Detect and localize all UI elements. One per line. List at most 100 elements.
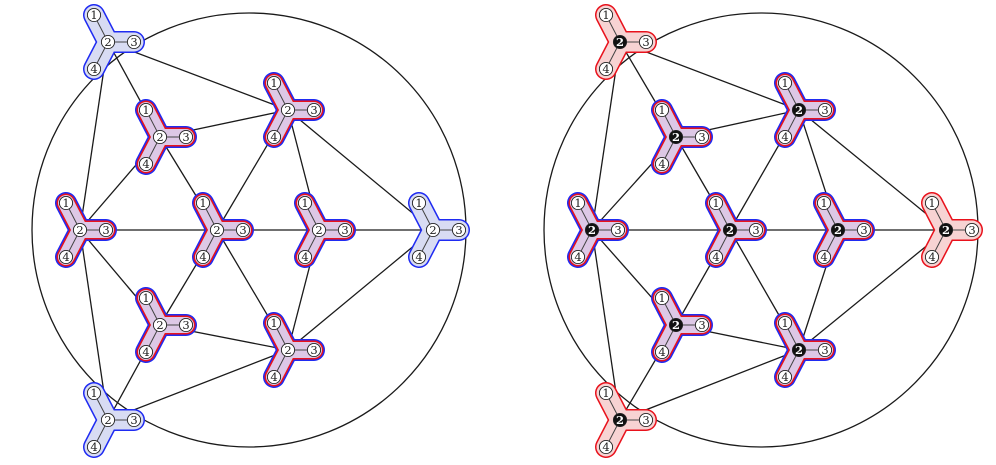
port-3-label: 3 (642, 35, 649, 49)
center-2-label: 2 (795, 343, 803, 357)
center-2-label: 2 (284, 343, 291, 357)
right-node-1: 1 3 42 (595, 4, 657, 80)
port-4-circle (598, 61, 614, 77)
center-2-label: 2 (429, 223, 436, 237)
port-4-circle (138, 344, 154, 360)
port-1-circle (266, 315, 282, 331)
port-3-label: 3 (821, 343, 828, 357)
port-1-label: 1 (270, 76, 277, 90)
port-3-label: 3 (614, 223, 621, 237)
port-1-circle (58, 195, 74, 211)
port-4-circle (266, 369, 282, 385)
port-1-circle (598, 385, 614, 401)
port-1-label: 1 (142, 103, 149, 117)
center-2-circle (100, 34, 116, 50)
port-1-label: 1 (602, 8, 609, 22)
port-4-label: 4 (142, 157, 149, 171)
port-3-circle (817, 102, 833, 118)
center-2-circle (280, 342, 296, 358)
port-3-label: 3 (239, 223, 246, 237)
center-2-label: 2 (795, 103, 803, 117)
port-4-circle (297, 249, 313, 265)
center-2-label: 2 (672, 130, 680, 144)
port-4-circle (195, 249, 211, 265)
port-1-label: 1 (928, 196, 935, 210)
port-3-label: 3 (698, 318, 705, 332)
port-4-label: 4 (602, 440, 609, 454)
right-node-10: 1 3 42 (595, 382, 657, 458)
left-edge (287, 229, 434, 351)
port-1-label: 1 (574, 196, 581, 210)
port-1-circle (195, 195, 211, 211)
port-4-circle (924, 249, 940, 265)
center-2-circle (830, 222, 846, 238)
port-4-circle (58, 249, 74, 265)
port-1-circle (777, 315, 793, 331)
port-4-circle (654, 344, 670, 360)
port-1-circle (777, 75, 793, 91)
port-4-label: 4 (142, 345, 149, 359)
port-3-circle (306, 342, 322, 358)
port-3-circle (306, 102, 322, 118)
port-3-circle (178, 317, 194, 333)
center-2-label: 2 (616, 35, 624, 49)
center-2-circle (72, 222, 88, 238)
port-1-label: 1 (301, 196, 308, 210)
port-1-circle (138, 102, 154, 118)
port-1-circle (708, 195, 724, 211)
port-4-label: 4 (62, 250, 69, 264)
port-1-label: 1 (820, 196, 827, 210)
port-1-circle (86, 7, 102, 23)
center-2-label: 2 (616, 413, 624, 427)
port-1-circle (138, 290, 154, 306)
center-2-label: 2 (104, 413, 111, 427)
center-2-label: 2 (156, 318, 163, 332)
center-2-circle (791, 342, 807, 358)
port-1-label: 1 (90, 386, 97, 400)
port-4-circle (86, 61, 102, 77)
port-1-circle (86, 385, 102, 401)
port-4-circle (598, 439, 614, 455)
port-4-circle (411, 249, 427, 265)
port-4-label: 4 (602, 62, 609, 76)
port-4-label: 4 (270, 370, 277, 384)
center-2-circle (938, 222, 954, 238)
port-1-label: 1 (199, 196, 206, 210)
port-1-label: 1 (781, 316, 788, 330)
center-2-circle (152, 317, 168, 333)
center-2-circle (100, 412, 116, 428)
port-3-label: 3 (821, 103, 828, 117)
center-2-label: 2 (156, 130, 163, 144)
port-1-circle (297, 195, 313, 211)
port-3-label: 3 (752, 223, 759, 237)
port-4-label: 4 (301, 250, 308, 264)
port-3-circle (964, 222, 980, 238)
port-1-circle (598, 7, 614, 23)
center-2-circle (209, 222, 225, 238)
port-4-circle (138, 156, 154, 172)
right-edge (619, 41, 800, 111)
port-4-circle (654, 156, 670, 172)
center-2-label: 2 (213, 223, 220, 237)
center-2-circle (425, 222, 441, 238)
port-3-label: 3 (310, 103, 317, 117)
port-3-circle (856, 222, 872, 238)
center-2-circle (152, 129, 168, 145)
port-1-label: 1 (602, 386, 609, 400)
port-1-label: 1 (658, 291, 665, 305)
right-edge (798, 109, 947, 231)
port-3-label: 3 (642, 413, 649, 427)
center-2-label: 2 (942, 223, 950, 237)
